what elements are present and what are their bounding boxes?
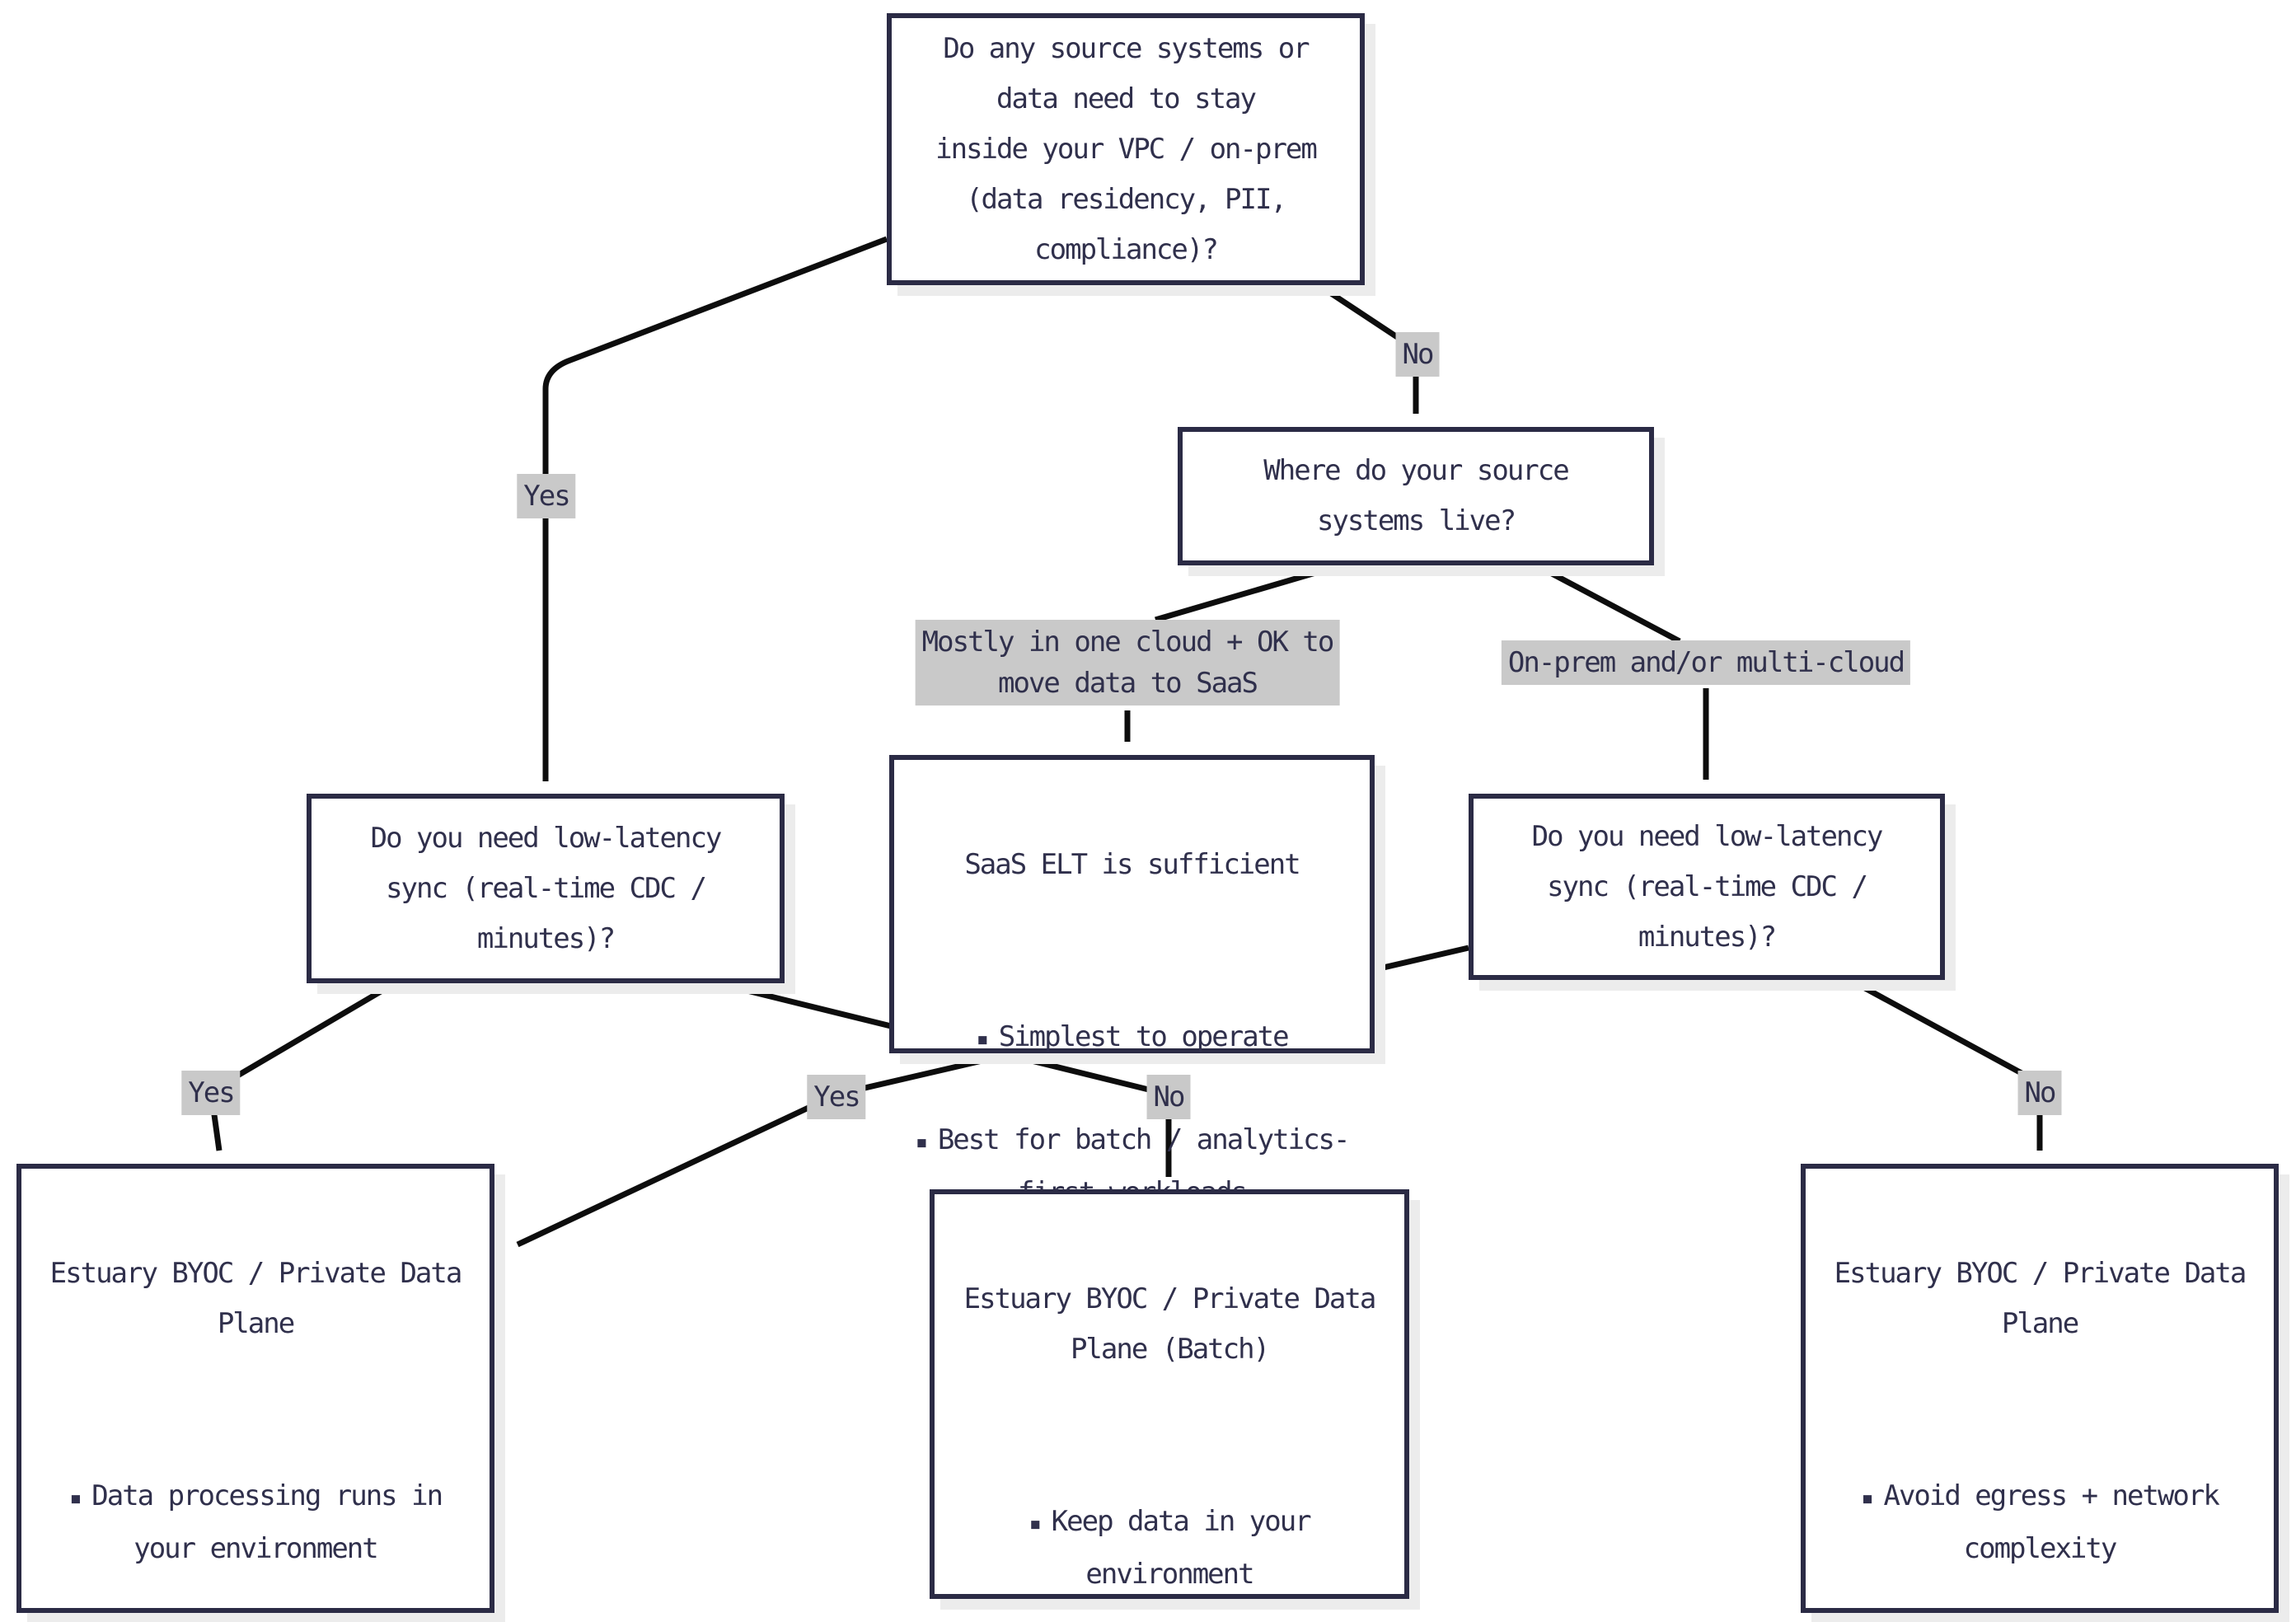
node-where-systems-live: Where do your source systems live? xyxy=(1178,427,1654,565)
node-byoc-batch-title: Estuary BYOC / Private Data Plane (Batch… xyxy=(963,1282,1377,1366)
node-saas-elt: SaaS ELT is sufficient Simplest to opera… xyxy=(889,755,1375,1209)
node-top-question-text: Do any source systems or data need to st… xyxy=(935,31,1318,266)
edge-label-right-yes: Yes xyxy=(807,1075,866,1119)
edge-label-top-yes: Yes xyxy=(517,474,576,518)
edge-label-right-no: No xyxy=(2017,1071,2062,1115)
edge-label-top-no: No xyxy=(1395,332,1440,377)
node-byoc-realtime-bullets: Data processing runs in your environment… xyxy=(36,1421,475,1622)
edge-label-one-cloud: Mostly in one cloud + OK to move data to… xyxy=(915,620,1340,706)
node-top-question: Do any source systems or data need to st… xyxy=(887,13,1365,285)
edge-label-onprem: On-prem and/or multi-cloud xyxy=(1501,640,1911,685)
node-byoc-batch-bullets: Keep data in your environment Schedule-b… xyxy=(949,1446,1389,1622)
bullet-item: Keep data in your environment xyxy=(949,1497,1389,1600)
edge-where-onecloud-diagonal xyxy=(1155,564,1336,623)
edge-label-left-yes: Yes xyxy=(181,1071,241,1115)
node-saas-elt-title: SaaS ELT is sufficient xyxy=(964,848,1300,881)
bullet-item: Simplest to operate xyxy=(909,1012,1355,1065)
edge-where-onprem-diagonal xyxy=(1538,564,1681,645)
edge-right-latency-no xyxy=(1845,975,2043,1151)
node-byoc-batch: Estuary BYOC / Private Data Plane (Batch… xyxy=(930,1189,1409,1599)
edge-label-left-no: No xyxy=(1146,1075,1191,1119)
node-byoc-hybrid-title: Estuary BYOC / Private Data Plane xyxy=(1834,1257,2247,1340)
node-byoc-hybrid-bullets: Avoid egress + network complexity Unifie… xyxy=(1820,1421,2259,1622)
node-left-low-latency-text: Do you need low-latency sync (real-time … xyxy=(370,821,723,955)
node-right-low-latency: Do you need low-latency sync (real-time … xyxy=(1469,794,1945,980)
node-right-low-latency-text: Do you need low-latency sync (real-time … xyxy=(1531,819,1884,954)
bullet-item: Avoid egress + network complexity xyxy=(1820,1471,2259,1574)
node-left-low-latency: Do you need low-latency sync (real-time … xyxy=(307,794,785,983)
node-saas-elt-bullets: Simplest to operate Best for batch / ana… xyxy=(909,962,1355,1268)
edge-vpc-yes xyxy=(542,236,888,781)
edge-left-latency-yes xyxy=(208,980,396,1151)
bullet-item: Data processing runs in your environment xyxy=(36,1471,475,1574)
node-byoc-hybrid: Estuary BYOC / Private Data Plane Avoid … xyxy=(1801,1164,2279,1613)
node-where-systems-live-text: Where do your source systems live? xyxy=(1263,454,1569,537)
node-byoc-realtime-title: Estuary BYOC / Private Data Plane xyxy=(49,1257,463,1340)
node-byoc-realtime: Estuary BYOC / Private Data Plane Data p… xyxy=(16,1164,494,1613)
